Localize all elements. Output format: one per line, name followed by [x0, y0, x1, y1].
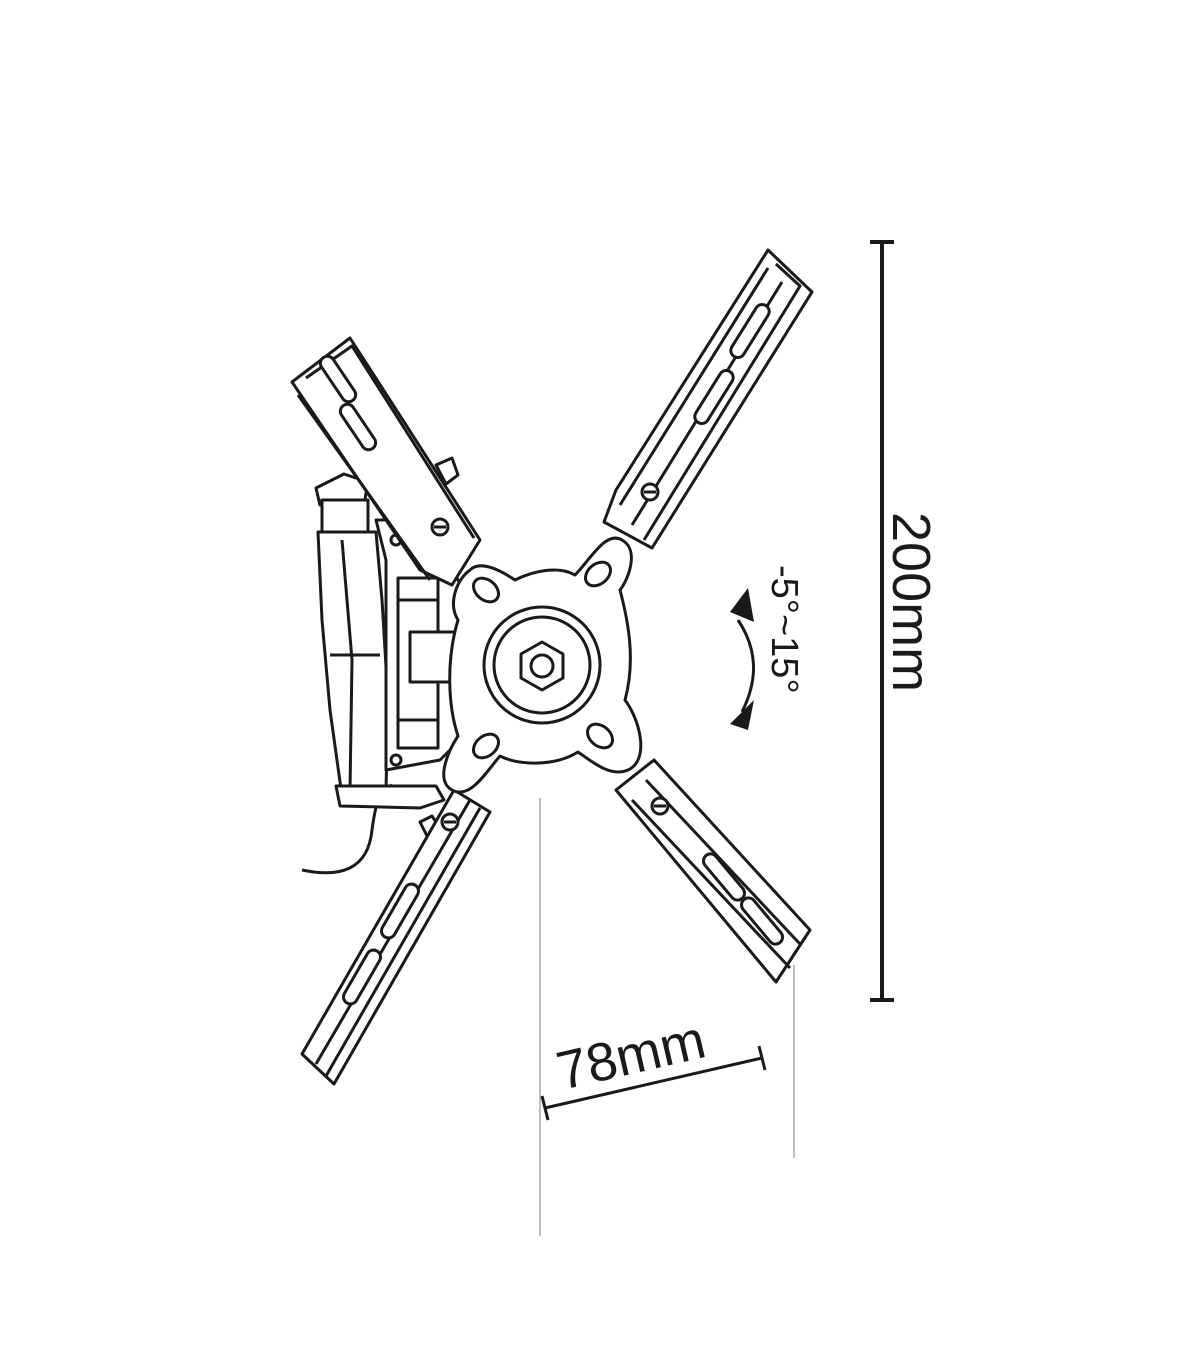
mounting-rails — [290, 248, 814, 1086]
plate-hole — [471, 732, 501, 760]
knob — [434, 456, 460, 486]
rail-slot — [702, 852, 746, 902]
screw-icon — [389, 753, 403, 767]
rail-slot — [729, 302, 771, 360]
wall-arm-collar — [320, 498, 370, 536]
wall-arm-bottom-cap — [334, 784, 446, 810]
height-dimension-line — [870, 240, 894, 1002]
rail-slot — [693, 368, 735, 426]
plate-hole — [471, 576, 501, 604]
depth-guide-lines — [539, 798, 795, 1236]
rail-upper-right — [602, 248, 814, 550]
rail-slot — [342, 948, 382, 1006]
center-cross-plate — [442, 536, 643, 794]
wall-arm-top-cap — [314, 472, 370, 507]
rail-slot — [380, 882, 420, 940]
height-dimension-label: 200mm — [881, 512, 941, 692]
rail-upper-left — [290, 336, 482, 587]
rail-lower-right — [614, 758, 812, 984]
rail-slot — [318, 354, 358, 404]
rail-slot — [338, 402, 378, 452]
depth-dimension-line — [540, 1045, 767, 1121]
plate-hole — [585, 722, 615, 750]
rail-slot — [740, 896, 784, 946]
rail-lower-left — [300, 788, 492, 1086]
tilt-range-label: -5°~15° — [763, 565, 805, 694]
tilt-arrow-icon — [730, 588, 756, 730]
plate-hole — [583, 560, 613, 588]
